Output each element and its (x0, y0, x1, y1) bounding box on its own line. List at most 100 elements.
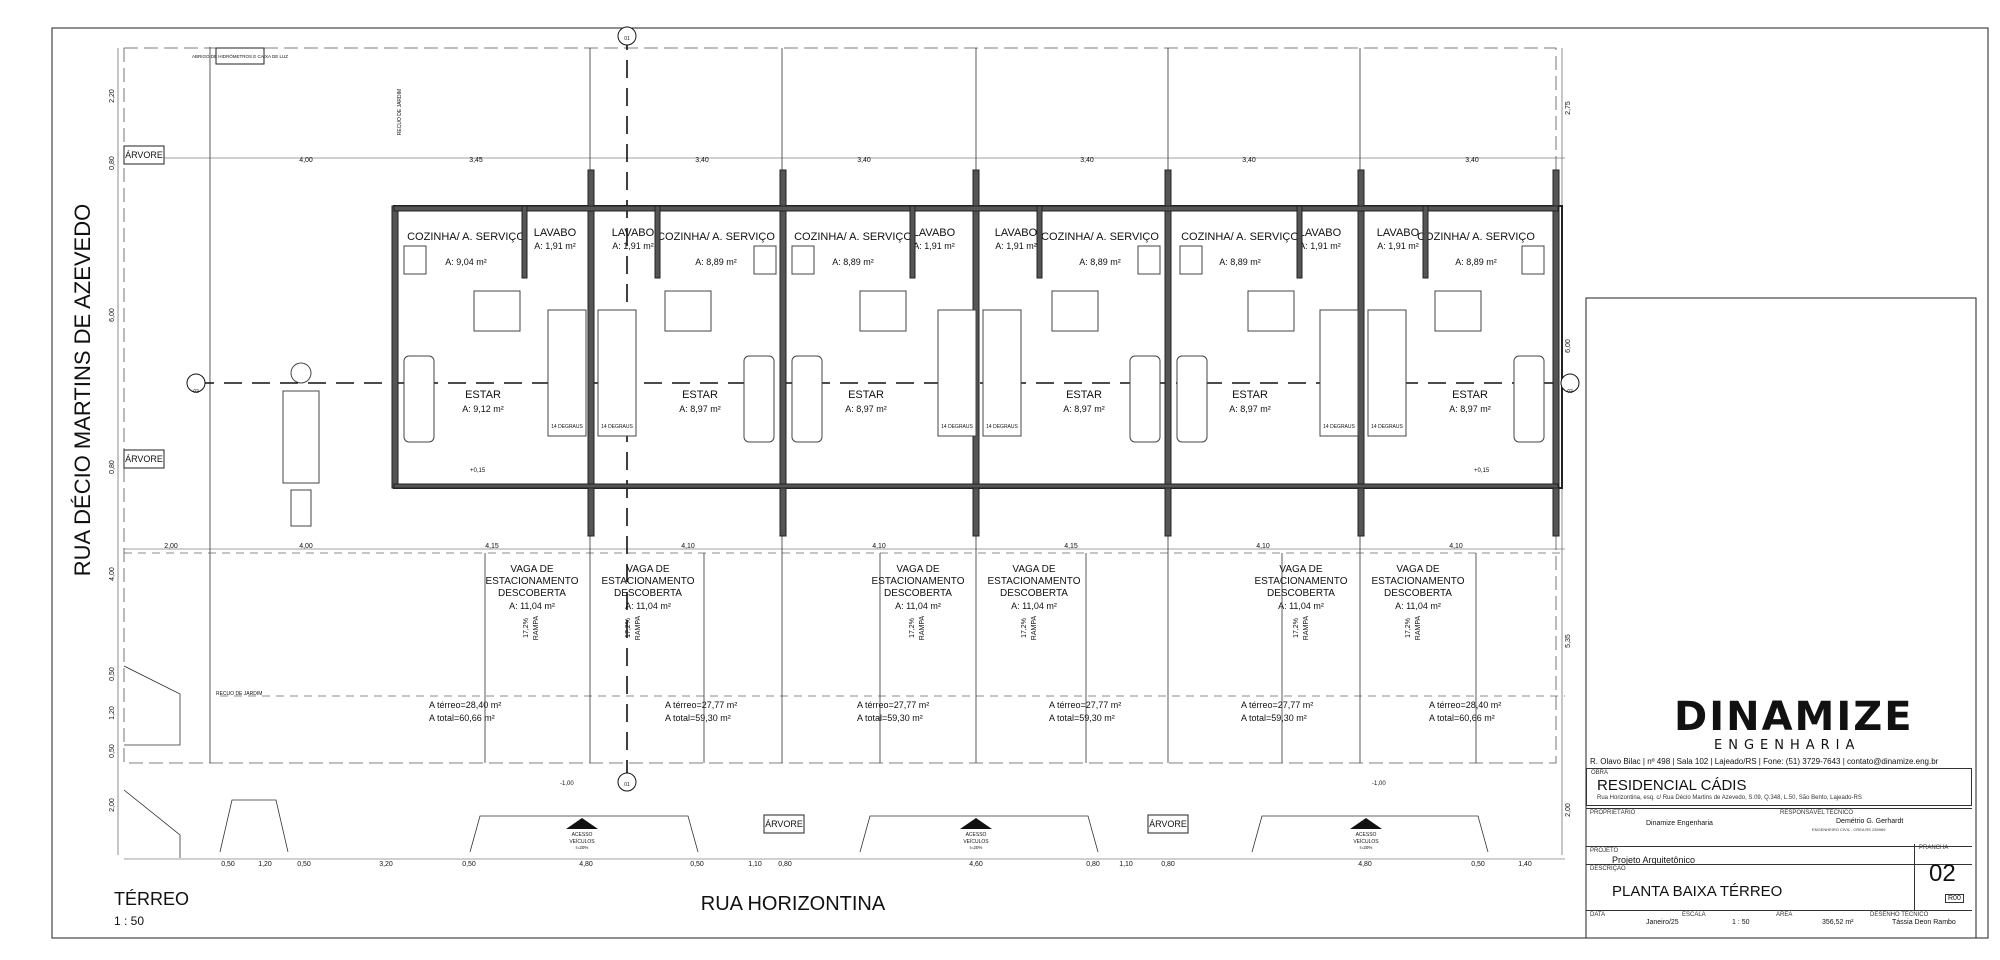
access-triangle-2 (960, 818, 992, 829)
section-marker-left-label: 02 (193, 389, 199, 395)
drafter-label: DESENHO TÉCNICO (1870, 912, 1929, 918)
dim-left-3: 6,00 (109, 308, 116, 322)
unit-6-estar-label: ESTAR (1452, 389, 1488, 401)
description-row: DESCRIÇÃO PLANTA BAIXA TÉRREO (1586, 864, 1972, 909)
section-marker-top-label: 01 (624, 36, 630, 42)
dim-mid-8: 4,10 (1449, 543, 1463, 550)
unit-6-sofa (1513, 355, 1545, 443)
company-contact: R. Olavo Bilac | nº 498 | Sala 102 | Laj… (1590, 757, 1939, 766)
parking-3-line3: DESCOBERTA (884, 588, 952, 599)
unit-6-kitchen-label: COZINHA/ A. SERVIÇO (1417, 231, 1535, 243)
company-logo-sub: ENGENHARIA (1714, 738, 1861, 753)
unit-2-estar-area: A: 8,97 m² (679, 404, 721, 414)
unit-3-area-terreo: A térreo=27,77 m² (857, 700, 929, 710)
parking-1-area: A: 11,04 m² (509, 601, 555, 611)
unit-4-kitchen-label: COZINHA/ A. SERVIÇO (1041, 231, 1159, 243)
parking-6-line3: DESCOBERTA (1384, 588, 1452, 599)
parking-5-line3: DESCOBERTA (1267, 588, 1335, 599)
tech-label: RESPONSÁVEL TÉCNICO (1780, 810, 1854, 816)
dim-top-1: 4,00 (299, 157, 313, 164)
ramp-4-label: RAMPA (1031, 615, 1038, 640)
dim-right-3: 5,35 (1565, 634, 1572, 648)
unit-5-lavabo-area: A: 1,91 m² (1299, 241, 1341, 251)
tree-left-1 (123, 145, 165, 165)
ramp-2-slope: 17,2% (625, 618, 632, 638)
dim-mid-7: 4,10 (1256, 543, 1270, 550)
person-head (290, 362, 312, 384)
dim-bot-4: 3,20 (379, 861, 393, 868)
tree-left-1-label: ÁRVORE (125, 150, 163, 160)
dim-bot-7: 0,50 (690, 861, 704, 868)
unit-4-area-terreo: A térreo=27,77 m² (1049, 700, 1121, 710)
unit-1-stove (403, 245, 427, 275)
unit-4-stairs (982, 309, 1022, 437)
unit-4-sofa (1129, 355, 1161, 443)
parking-5-line2: ESTACIONAMENTO (1255, 576, 1348, 587)
obra-row: OBRA RESIDENCIAL CÁDIS Rua Horizontina, … (1586, 768, 1972, 806)
section-marker-top (617, 26, 637, 46)
unit-6-area-terreo: A térreo=28,40 m² (1429, 700, 1501, 710)
dim-top-7: 3,40 (1465, 157, 1479, 164)
unit-5-stairs (1319, 309, 1359, 437)
dim-mid-3: 4,15 (485, 543, 499, 550)
unit-4: COZINHA/ A. SERVIÇO A: 8,89 m² LAVABO A:… (982, 205, 1161, 763)
dim-top-3: 3,40 (695, 157, 709, 164)
access-triangle-1 (566, 818, 598, 829)
obra-label: OBRA (1591, 770, 1609, 776)
person-body (282, 390, 320, 484)
access-triangle-3 (1350, 818, 1382, 829)
parking-2: VAGA DE ESTACIONAMENTO DESCOBERTA A: 11,… (602, 564, 695, 611)
unit-5-stairs-label: 14 DEGRAUS (1323, 424, 1355, 430)
curb-ramp-2 (469, 815, 699, 853)
unit-2-table (664, 290, 712, 332)
unit-5-estar-label: ESTAR (1232, 389, 1268, 401)
access-2-vehicles: VEÍCULOS (963, 838, 989, 845)
sheet-border (51, 27, 1989, 939)
parking-3-area: A: 11,04 m² (895, 601, 941, 611)
description-label: DESCRIÇÃO (1590, 866, 1626, 872)
front-wall (393, 483, 1559, 489)
owner-name: Dinamize Engenharia (1646, 820, 1713, 827)
unit-6-estar-area: A: 8,97 m² (1449, 404, 1491, 414)
unit-2-kitchen-area: A: 8,89 m² (695, 257, 737, 267)
dim-bot-11: 0,80 (1086, 861, 1100, 868)
section-marker-right-label: 02 (1567, 389, 1573, 395)
project-row: PROJETO Projeto Arquitetônico (1586, 846, 1972, 871)
parking-6-line2: ESTACIONAMENTO (1372, 576, 1465, 587)
unit-3-kitchen-label: COZINHA/ A. SERVIÇO (794, 231, 912, 243)
meter-box-label: ABRIGO DE HIDRÔMETROS E CAIXA DE LUZ (192, 53, 288, 59)
unit-3: COZINHA/ A. SERVIÇO A: 8,89 m² LAVABO A:… (791, 205, 977, 763)
party-wall-1 (587, 169, 595, 537)
ramp-1-label: RAMPA (533, 615, 540, 640)
unit-2-area-terreo: A térreo=27,77 m² (665, 700, 737, 710)
unit-4-estar-area: A: 8,97 m² (1063, 404, 1105, 414)
parking-6-line1: VAGA DE (1396, 564, 1439, 575)
unit-4-stairs-label: 14 DEGRAUS (986, 424, 1018, 430)
unit-3-area-total: A total=59,30 m² (857, 713, 923, 723)
parking-4-line2: ESTACIONAMENTO (988, 576, 1081, 587)
tree-bottom-2 (1147, 814, 1189, 834)
title-block: DINAMIZE ENGENHARIA R. Olavo Bilac | nº … (1586, 682, 1972, 936)
ramp-1-slope: 17,2% (523, 618, 530, 638)
curb-ramp-4 (1251, 815, 1489, 853)
dim-bot-12: 1,10 (1119, 861, 1133, 868)
tech-credentials: ENGENHEIRO CIVIL - CREA RS 235989 (1812, 827, 1886, 832)
access-3-label: ACESSO (1356, 832, 1377, 838)
section-marker-right (1560, 373, 1580, 393)
unit-1-stairs-label: 14 DEGRAUS (551, 424, 583, 430)
dim-left-1: 2,20 (109, 89, 116, 103)
unit-3-stairs (937, 309, 977, 437)
dim-left-5: 4,00 (109, 567, 116, 581)
unit-4-lavabo-label: LAVABO (995, 227, 1038, 239)
bottom-street-name: RUA HORIZONTINA (701, 893, 886, 915)
dim-bot-10: 4,60 (969, 861, 983, 868)
dim-top-6: 3,40 (1242, 157, 1256, 164)
access-1-slope: I=20% (576, 845, 589, 850)
dim-mid-2: 4,00 (299, 543, 313, 550)
unit-5-kitchen-wall (1296, 205, 1303, 279)
unit-2-area-total: A total=59,30 m² (665, 713, 731, 723)
section-marker-left (186, 373, 206, 393)
dim-mid-1: 2,00 (164, 543, 178, 550)
sheet-revision: R00 (1945, 894, 1964, 903)
tech-name: Demétrio G. Gerhardt (1836, 818, 1904, 825)
